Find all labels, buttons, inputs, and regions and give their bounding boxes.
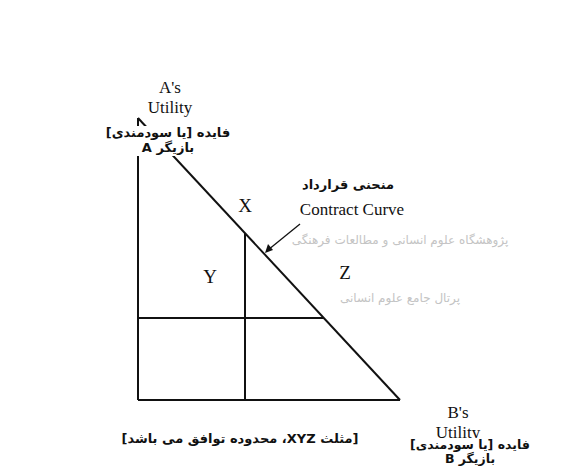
axis-title-fa: فایده [یا سودمندی] بازیگر B — [395, 438, 545, 467]
a-utility-axis — [137, 118, 139, 400]
b-threat-line — [244, 233, 246, 400]
axis-title: A's Utility — [134, 78, 206, 117]
caption: [مثلث XYZ، محدوده توافق می باشد] — [110, 432, 370, 447]
leader-arrowhead — [265, 244, 273, 253]
region-letter: Z — [333, 262, 357, 284]
a-threat-line — [138, 317, 324, 319]
axis-title-fa: فایده [یا سودمندی] بازیگر A — [93, 126, 243, 156]
contract-curve-line — [138, 118, 400, 400]
b-utility-axis — [138, 399, 400, 401]
watermark: پرتال جامع علوم انسانی — [325, 292, 475, 306]
callout-label-fa: منحنی قرارداد — [283, 178, 413, 193]
callout-label: Contract Curve — [287, 200, 417, 220]
watermark: پژوهشگاه علوم انسانی و مطالعات فرهنگی — [275, 234, 525, 248]
region-letter: X — [233, 195, 257, 217]
axis-title: B's Utility — [422, 403, 494, 442]
region-letter: Y — [198, 266, 222, 288]
